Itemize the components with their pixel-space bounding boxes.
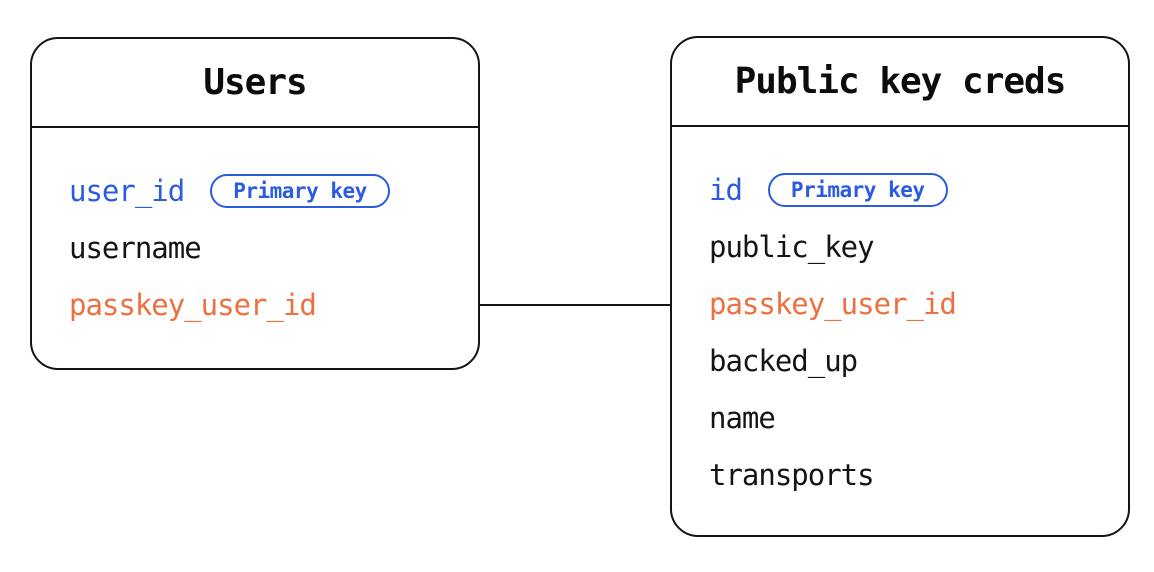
field-row: name: [709, 389, 1128, 446]
table-users-fields: user_id Primary key username passkey_use…: [32, 128, 478, 333]
field-row: passkey_user_id: [709, 275, 1128, 332]
field-row: backed_up: [709, 332, 1128, 389]
primary-key-badge: Primary key: [767, 172, 948, 207]
table-users: Users user_id Primary key username passk…: [30, 37, 480, 370]
field-name: passkey_user_id: [709, 286, 957, 321]
field-name: backed_up: [709, 343, 858, 378]
field-row: username: [69, 219, 478, 276]
field-row: passkey_user_id: [69, 276, 478, 333]
field-name: user_id: [69, 173, 185, 208]
field-row: transports: [709, 446, 1128, 503]
table-public-key-creds: Public key creds id Primary key public_k…: [670, 36, 1130, 537]
field-name: id: [709, 172, 743, 207]
field-name: public_key: [709, 229, 875, 264]
table-public-key-creds-fields: id Primary key public_key passkey_user_i…: [672, 127, 1128, 503]
table-title-public-key-creds: Public key creds: [672, 38, 1128, 127]
relationship-line: [480, 304, 670, 306]
field-row: id Primary key: [709, 161, 1128, 218]
field-name: name: [709, 400, 776, 435]
field-name: transports: [709, 457, 875, 492]
field-row: public_key: [709, 218, 1128, 275]
primary-key-badge: Primary key: [210, 173, 390, 208]
field-name: username: [69, 230, 202, 265]
field-row: user_id Primary key: [69, 162, 478, 219]
table-title-users: Users: [32, 39, 478, 128]
field-name: passkey_user_id: [69, 287, 317, 322]
